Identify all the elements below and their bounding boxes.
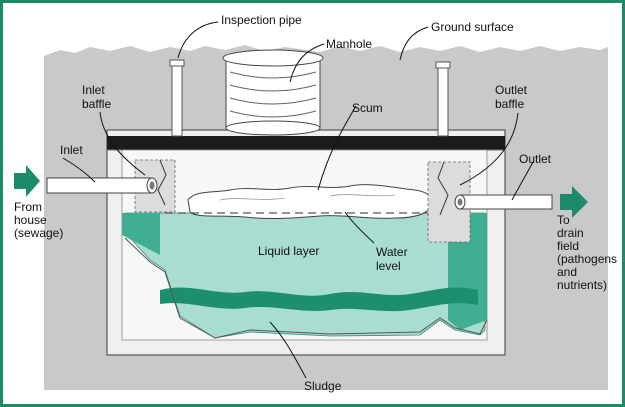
inlet-pipe: [46, 177, 153, 194]
outlet-baffle-crack: [437, 161, 449, 216]
outlet-pipe: [459, 194, 553, 210]
label-inlet: Inlet: [60, 143, 83, 157]
label-to-drain-5: and: [557, 265, 577, 279]
label-sludge: Sludge: [304, 379, 342, 393]
label-outlet-baffle-1: Outlet: [495, 83, 528, 97]
label-to-drain-2: drain: [557, 226, 584, 240]
label-from-house-2: house: [14, 213, 47, 227]
inlet-pipe-bore: [149, 181, 155, 190]
sludge-band: [160, 287, 478, 312]
label-outlet: Outlet: [519, 152, 552, 166]
inspection-pipe-left-cap: [169, 59, 185, 67]
inlet-baffle-crack: [157, 159, 167, 206]
label-ground-surface: Ground surface: [431, 20, 514, 34]
label-from-house-1: From: [14, 200, 42, 214]
label-water-level-1: Water: [376, 245, 408, 259]
liquid-left-wall: [122, 213, 160, 255]
label-inspection-pipe: Inspection pipe: [221, 13, 302, 27]
scum-detail: [219, 194, 396, 201]
label-outlet-baffle-2: baffle: [495, 97, 524, 111]
label-inlet-baffle-1: Inlet: [82, 83, 105, 97]
label-from-house-3: (sewage): [14, 226, 63, 240]
manhole: [222, 49, 324, 136]
tank-lid: [107, 136, 505, 150]
label-to-drain-3: field: [557, 239, 579, 253]
outflow-arrow-icon: [560, 186, 588, 218]
label-inlet-baffle-2: baffle: [82, 97, 111, 111]
inspection-pipe-left: [171, 61, 183, 137]
inspection-pipe-right: [437, 63, 449, 137]
label-liquid-layer: Liquid layer: [258, 244, 319, 258]
label-manhole: Manhole: [326, 37, 372, 51]
leader-lines: [62, 21, 534, 379]
label-scum: Scum: [352, 101, 383, 115]
sludge-floor: [124, 237, 488, 339]
inflow-arrow-icon: [14, 165, 40, 197]
label-water-level-2: level: [376, 259, 401, 273]
label-to-drain-1: To: [557, 213, 570, 227]
inspection-pipe-right-cap: [435, 61, 451, 69]
label-to-drain-4: (pathogens: [557, 252, 617, 266]
outlet-pipe-bore: [457, 198, 463, 206]
label-to-drain-6: nutrients): [557, 278, 607, 292]
